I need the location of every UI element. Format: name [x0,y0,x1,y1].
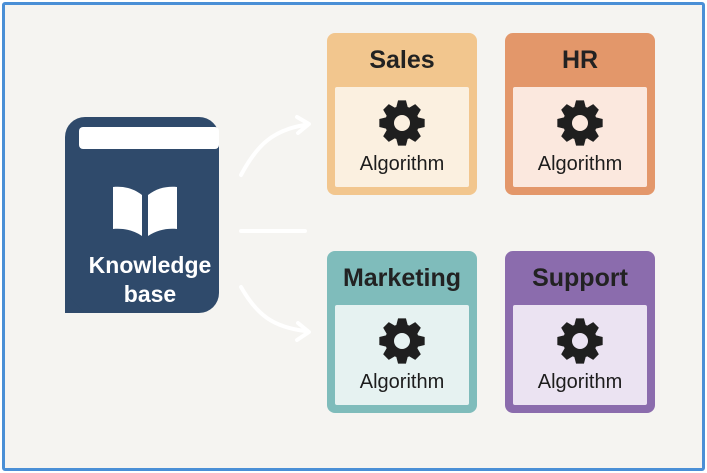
connectors [239,115,311,342]
card-title: Support [532,264,628,292]
card-title: Sales [369,46,435,74]
knowledge-base-label: Knowledge base [65,251,235,309]
algorithm-label: Algorithm [359,153,445,175]
card-hr: HR Algorithm [505,33,655,195]
book-icon [65,117,219,313]
open-book-icon [113,186,177,236]
card-marketing: Marketing Algorithm [327,251,477,413]
algorithm-label: Algorithm [537,371,623,393]
card-sales: Sales Algorithm [327,33,477,195]
connector-to-marketing [239,285,307,333]
knowledge-base-node: Knowledge base [65,117,235,317]
gear-icon [557,318,603,364]
card-title: Marketing [342,264,462,292]
knowledge-base-label-line1: Knowledge [88,252,212,278]
algorithm-box: Algorithm [513,87,647,187]
arrowhead-sales [295,115,311,135]
algorithm-label: Algorithm [537,153,623,175]
gear-icon [379,318,425,364]
algorithm-label: Algorithm [359,371,445,393]
algorithm-box: Algorithm [513,305,647,405]
algorithm-box: Algorithm [335,305,469,405]
gear-icon [557,100,603,146]
card-title: HR [561,46,599,74]
algorithm-box: Algorithm [335,87,469,187]
card-support: Support Algorithm [505,251,655,413]
knowledge-base-label-line2: base [123,281,177,307]
connector-to-sales [239,123,307,177]
arrowhead-marketing [295,321,311,342]
gear-icon [379,100,425,146]
